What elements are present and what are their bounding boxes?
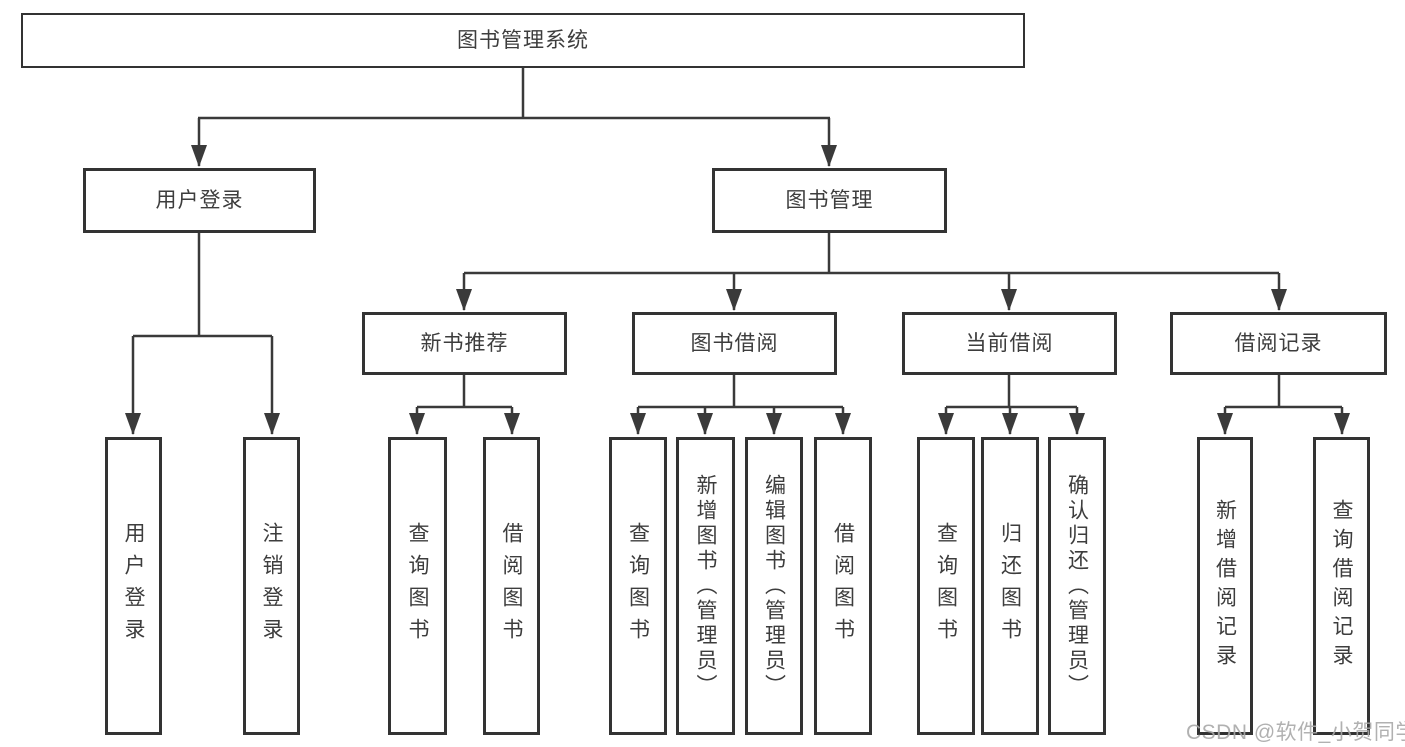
- leaf-user-login: 用户登录: [105, 437, 162, 735]
- node-borrowing-records: 借阅记录: [1170, 312, 1387, 375]
- node-user-login: 用户登录: [83, 168, 316, 233]
- connector-new-book-recommendation-children: [409, 375, 520, 435]
- node-current-borrowing-label: 当前借阅: [965, 332, 1054, 355]
- connector-borrowing-records-children: [1217, 375, 1350, 435]
- node-root-label: 图书管理系统: [457, 29, 589, 52]
- node-book-borrowing-label: 图书借阅: [690, 332, 779, 355]
- leaf-confirm-return-admin-label: 确认归还（管理员）: [1065, 473, 1089, 699]
- connector-current-borrowing-children: [938, 375, 1085, 435]
- leaf-add-books-admin-label: 新增图书（管理员）: [694, 473, 717, 699]
- leaf-add-books-admin: 新增图书（管理员）: [676, 437, 735, 735]
- leaf-return-books-label: 归还图书: [998, 522, 1022, 650]
- leaf-recommend-borrow-books-label: 借阅图书: [500, 522, 523, 650]
- leaf-borrowing-borrow-books: 借阅图书: [814, 437, 872, 735]
- leaf-query-borrowing-record: 查询借阅记录: [1313, 437, 1370, 735]
- leaf-borrowing-query-books: 查询图书: [609, 437, 667, 735]
- leaf-borrowing-borrow-books-label: 借阅图书: [831, 522, 855, 650]
- node-new-book-recommendation: 新书推荐: [362, 312, 567, 375]
- connector-book-borrowing-children: [630, 375, 851, 435]
- leaf-logout-label: 注销登录: [260, 522, 283, 650]
- node-borrowing-records-label: 借阅记录: [1234, 332, 1323, 355]
- node-book-borrowing: 图书借阅: [632, 312, 837, 375]
- leaf-recommend-query-books: 查询图书: [388, 437, 447, 735]
- leaf-borrowing-query-books-label: 查询图书: [626, 522, 650, 650]
- leaf-add-borrowing-record-label: 新增借阅记录: [1213, 499, 1237, 673]
- node-root: 图书管理系统: [21, 13, 1025, 68]
- node-book-management: 图书管理: [712, 168, 947, 233]
- leaf-current-query-books-label: 查询图书: [934, 522, 958, 650]
- node-new-book-recommendation-label: 新书推荐: [420, 332, 509, 355]
- connector-book-management-to-level3: [456, 233, 1287, 311]
- leaf-confirm-return-admin: 确认归还（管理员）: [1048, 437, 1106, 735]
- connector-user-login-children: [125, 233, 280, 435]
- leaf-edit-books-admin-label: 编辑图书（管理员）: [762, 473, 786, 699]
- leaf-edit-books-admin: 编辑图书（管理员）: [745, 437, 803, 735]
- leaf-current-query-books: 查询图书: [917, 437, 975, 735]
- node-current-borrowing: 当前借阅: [902, 312, 1117, 375]
- leaf-query-borrowing-record-label: 查询借阅记录: [1330, 499, 1353, 673]
- leaf-add-borrowing-record: 新增借阅记录: [1197, 437, 1253, 735]
- leaf-user-login-label: 用户登录: [122, 522, 145, 650]
- leaf-return-books: 归还图书: [981, 437, 1039, 735]
- leaf-recommend-borrow-books: 借阅图书: [483, 437, 540, 735]
- connector-root-to-level2: [191, 68, 837, 167]
- csdn-watermark: CSDN @软件_小贺同学: [1186, 721, 1405, 744]
- node-user-login-label: 用户登录: [155, 189, 244, 212]
- leaf-logout: 注销登录: [243, 437, 300, 735]
- node-book-management-label: 图书管理: [785, 189, 874, 212]
- leaf-recommend-query-books-label: 查询图书: [406, 522, 429, 650]
